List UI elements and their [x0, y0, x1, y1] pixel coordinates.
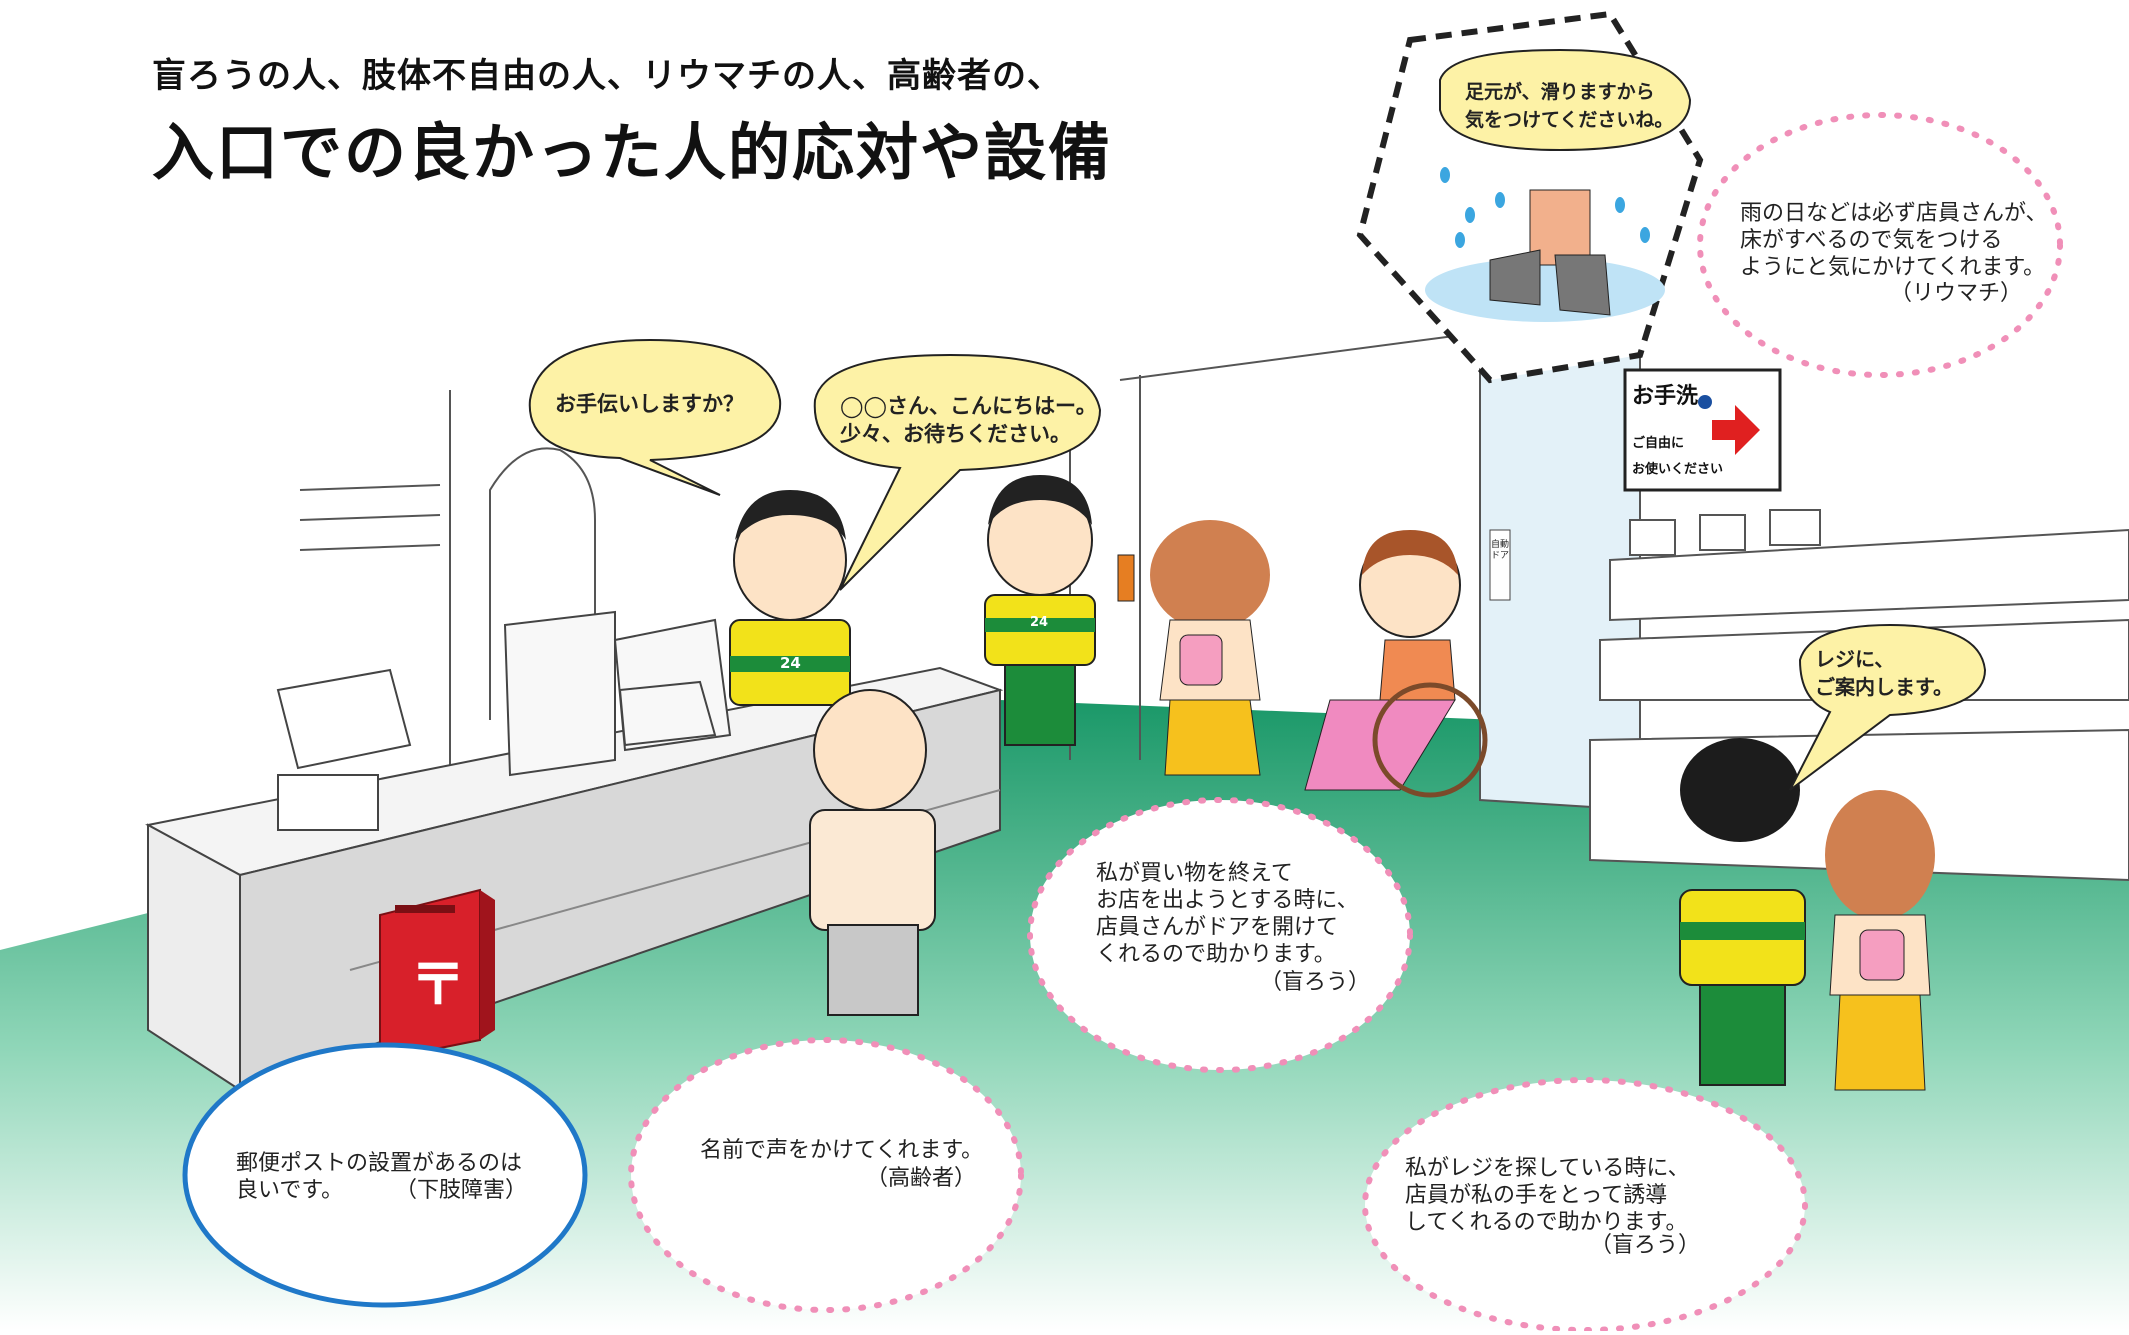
note-rain-source: （リウマチ）	[1890, 281, 2023, 306]
speech-slip: 足元が、滑りますから 気をつけてくださいね。	[1465, 81, 1674, 131]
speech-register: レジに、 ご案内します。	[1815, 647, 1953, 699]
woman-guided	[1825, 790, 1935, 1091]
note-guide-text: 私がレジを探している時に、 店員が私の手をとって誘導 してくれるので助かります。	[1405, 1156, 1690, 1235]
note-name-text: 名前で声をかけてくれます。	[700, 1138, 984, 1163]
speech-help: お手伝いしますか？	[555, 392, 744, 416]
note-door-text: 私が買い物を終えて お店を出ようとする時に、 店員さんがドアを開けて くれるので…	[1096, 861, 1359, 967]
post-box	[379, 888, 495, 1062]
register-left	[276, 668, 412, 831]
note-guide-oval	[1362, 1077, 1808, 1333]
door-label: 自動ドア	[1491, 540, 1510, 561]
note-guide-source: （盲ろう）	[1590, 1233, 1701, 1258]
badge-standing: 24	[1030, 615, 1049, 630]
sign-line2: ご自由に	[1632, 436, 1685, 451]
bubble-help	[528, 338, 782, 496]
boots	[1489, 189, 1611, 316]
sign-line3: お使いください	[1632, 462, 1724, 477]
post-mark: 〒	[410, 953, 466, 1018]
note-post-oval	[182, 1042, 588, 1308]
wheelchair-user	[1304, 530, 1488, 798]
bubble-greet	[813, 353, 1102, 591]
door-switch	[1489, 529, 1511, 601]
title-line1: 盲ろうの人、肢体不自由の人、リウマチの人、高齢者の、	[152, 56, 1062, 96]
rain-drops	[1440, 167, 1650, 248]
note-rain-oval	[1697, 112, 2063, 378]
note-door-source: （盲ろう）	[1260, 970, 1371, 995]
clerk-guiding	[1679, 738, 1806, 1086]
elderly-man	[809, 689, 936, 1016]
note-post-source: （下肢障害）	[395, 1178, 528, 1203]
note-post-text: 郵便ポストの設置があるのは 良いです。	[236, 1151, 523, 1203]
clerk-standing	[984, 475, 1135, 746]
badge-counter: 24	[780, 654, 801, 672]
woman-at-door	[1150, 520, 1270, 776]
sign-toilet: お手洗	[1632, 384, 1699, 409]
note-name-source: （高齢者）	[866, 1166, 977, 1191]
clerk-counter	[729, 490, 851, 706]
note-door-oval	[1027, 797, 1413, 1073]
bubble-register	[1789, 623, 1987, 791]
speech-greet: ◯◯さん、こんにちはー。 少々、お待ちください。	[840, 394, 1097, 446]
bubble-slip	[1439, 48, 1692, 152]
note-name-oval	[628, 1037, 1024, 1313]
note-rain-text: 雨の日などは必ず店員さんが、 床がすべるので気をつける ようにと気にかけてくれま…	[1740, 201, 2048, 280]
toilet-sign	[1623, 368, 1782, 492]
display-case	[503, 610, 732, 777]
title-line2: 入口での良かった人的応対や設備	[152, 116, 1113, 189]
